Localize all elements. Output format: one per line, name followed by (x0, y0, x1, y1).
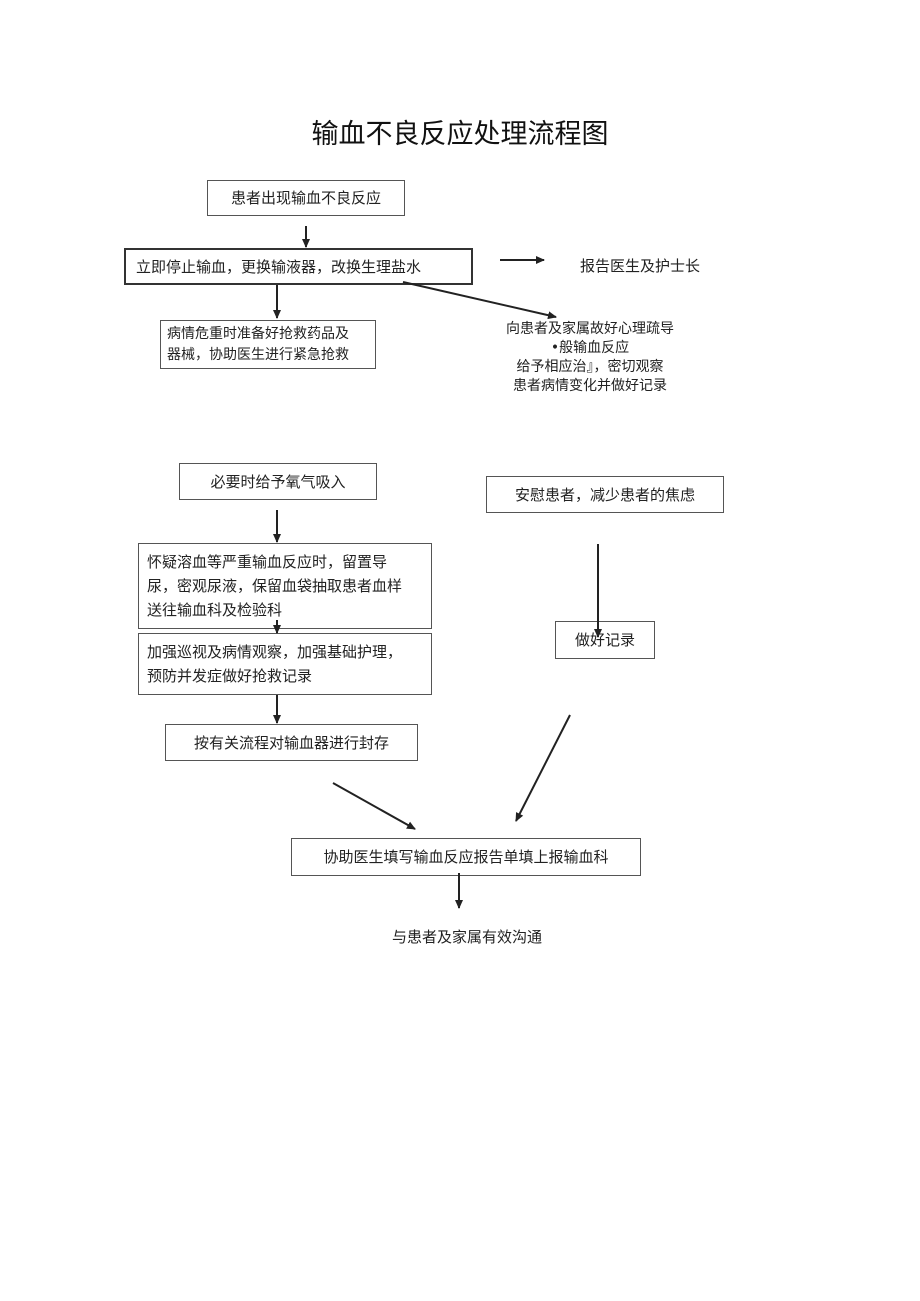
page-title: 输血不良反应处理流程图 (311, 119, 609, 150)
node-stop: 立即停止输血，更换输液器，改换生理盐水 (124, 248, 473, 285)
node-critical-line-1: 病情危重时准备好抢救药品及 (167, 325, 349, 342)
node-hemolysis-line-3: 送往输血科及检验科 (147, 601, 283, 619)
node-critical: 病情危重时准备好抢救药品及 器械，协助医生进行紧急抢救 (160, 320, 376, 369)
node-patrol: 加强巡视及病情观察，加强基础护理， 预防并发症做好抢救记录 (138, 633, 432, 695)
node-onset: 患者出现输血不良反应 (207, 180, 405, 216)
arrow-seal-to-form (332, 782, 416, 830)
node-comfort-guide-line-2: •般输血反应 (550, 340, 630, 356)
node-report: 报告医生及护士长 (580, 257, 700, 276)
node-hemolysis-line-1: 怀疑溶血等严重输血反应时，留置导 (147, 553, 388, 571)
node-report-label: 报告医生及护士长 (580, 257, 701, 275)
node-hemolysis-line-2: 尿，密观尿液，保留血袋抽取患者血样 (147, 577, 403, 595)
node-reassure: 安慰患者，减少患者的焦虑 (486, 476, 724, 513)
node-comfort-guide: 向患者及家属故好心理疏导 •般输血反应 给予相应治』，密切观察 患者病情变化并做… (490, 320, 690, 396)
node-comfort-guide-line-4: 患者病情变化并做好记录 (513, 378, 667, 394)
node-comfort-guide-line-3: 给予相应治』，密切观察 (516, 359, 664, 375)
node-seal-label: 按有关流程对输血器进行封存 (193, 733, 389, 752)
arrow-stop-to-comfort (402, 281, 557, 320)
node-communicate-label: 与患者及家属有效沟通 (392, 928, 543, 946)
node-stop-label: 立即停止输血，更换输液器，改换生理盐水 (136, 257, 422, 276)
node-patrol-line-2: 预防并发症做好抢救记录 (147, 667, 313, 685)
node-form: 协助医生填写输血反应报告单填上报输血科 (291, 838, 641, 876)
node-communicate: 与患者及家属有效沟通 (392, 928, 542, 947)
node-record-label: 做好记录 (574, 631, 635, 649)
node-critical-line-2: 器械，协助医生进行紧急抢救 (167, 346, 349, 363)
node-hemolysis: 怀疑溶血等严重输血反应时，留置导 尿，密观尿液，保留血袋抽取患者血样 送往输血科… (138, 543, 432, 629)
node-form-label: 协助医生填写输血反应报告单填上报输血科 (323, 848, 609, 866)
node-patrol-line-1: 加强巡视及病情观察，加强基础护理， (147, 643, 403, 661)
node-comfort-guide-line-1: 向患者及家属故好心理疏导 (506, 321, 674, 337)
node-oxygen: 必要时给予氧气吸入 (179, 463, 377, 500)
node-onset-label: 患者出现输血不良反应 (230, 189, 381, 207)
node-seal: 按有关流程对输血器进行封存 (165, 724, 418, 761)
node-oxygen-label: 必要时给予氧气吸入 (210, 472, 346, 491)
arrow-record-to-form (515, 714, 571, 822)
node-record: 做好记录 (555, 621, 655, 659)
node-reassure-label: 安慰患者，减少患者的焦虑 (514, 485, 695, 504)
